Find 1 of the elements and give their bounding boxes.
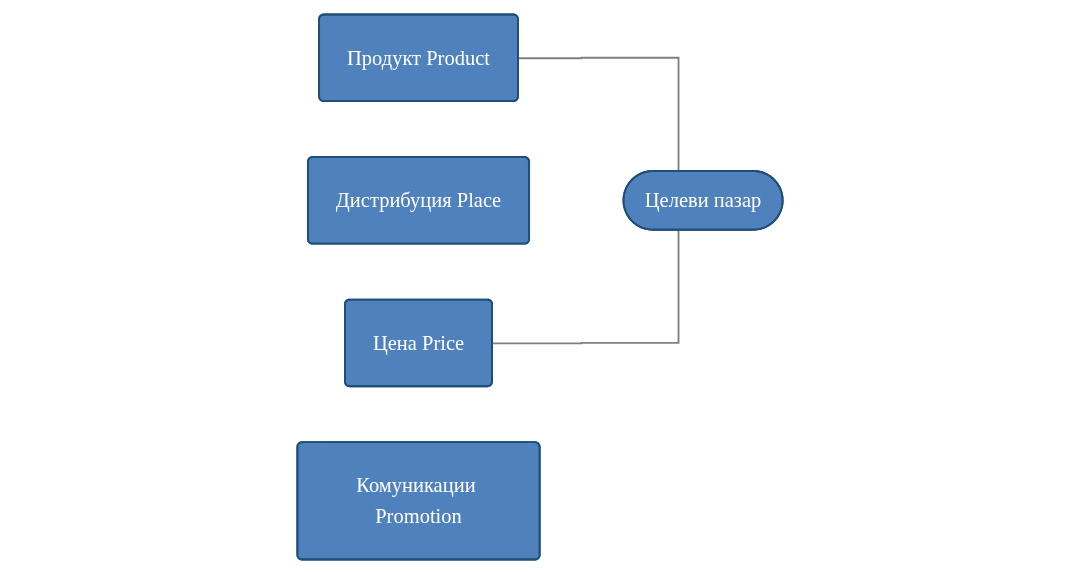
connector	[517, 56, 680, 172]
